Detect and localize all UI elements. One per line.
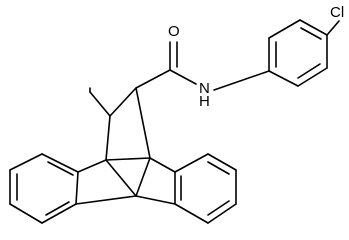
bicyclic-bridge — [89, 87, 151, 197]
chlorophenyl-ring — [268, 19, 328, 87]
c-cl-bond — [326, 20, 340, 36]
amide-nitrogen-label: N — [199, 80, 210, 97]
left-benzo-ring — [9, 153, 137, 224]
amide-hydrogen-label: H — [199, 93, 210, 110]
oxygen-atom-label: O — [168, 23, 180, 40]
chlorine-atom-label: Cl — [330, 4, 344, 21]
aryl-n-bond — [213, 70, 270, 91]
right-benzo-ring — [135, 153, 237, 224]
amide-group — [135, 41, 197, 89]
